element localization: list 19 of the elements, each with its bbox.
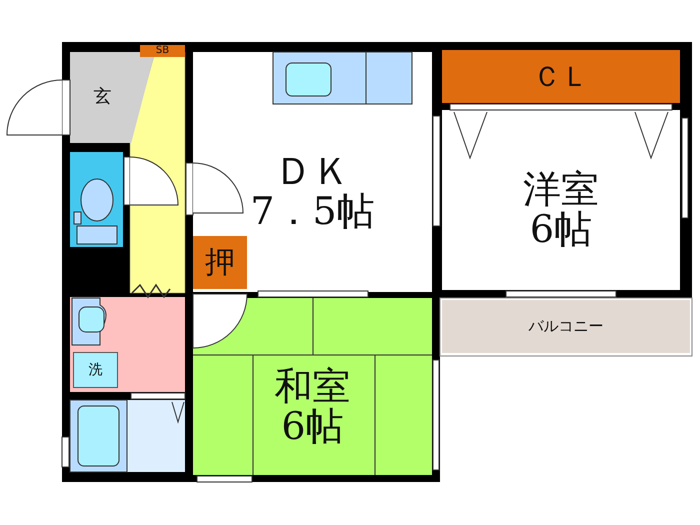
room-label: 洗 [88, 362, 102, 378]
room-label: 玄 [94, 88, 112, 107]
room-label: ＣＬ [533, 62, 589, 92]
room-label: 押 [205, 246, 235, 278]
room-size-label: 6帖 [530, 210, 592, 250]
room-label: 洋室 [523, 170, 599, 210]
room-label: SB [156, 46, 170, 56]
room-size-label: 6帖 [281, 406, 344, 446]
tatami-room [193, 298, 432, 475]
closet-box [193, 236, 247, 289]
balcony-area [442, 300, 690, 353]
closet-box [442, 50, 680, 103]
room-label: ＤＫ [274, 152, 350, 192]
room-size-label: 7．5帖 [250, 192, 375, 232]
western-room [442, 110, 680, 290]
room-label: 和室 [274, 366, 350, 406]
washer-box [73, 352, 118, 388]
storage-box [140, 45, 185, 57]
room-label: バルコニー [528, 318, 604, 334]
